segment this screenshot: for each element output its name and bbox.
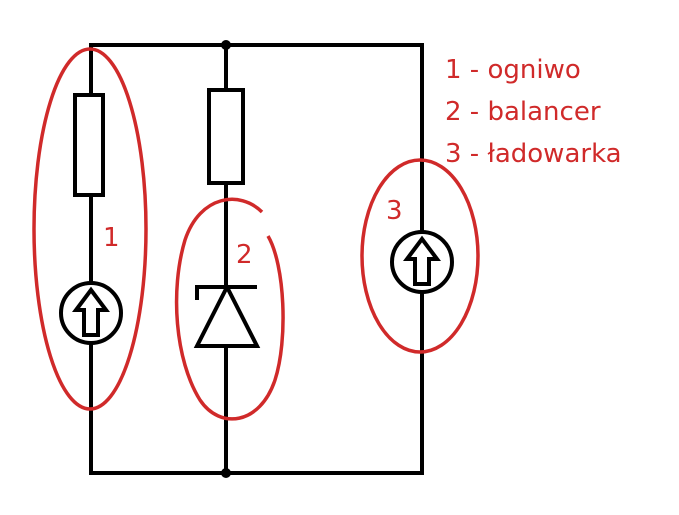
legend-item-3: 3 - ładowarka (445, 139, 622, 169)
branch1-resistor (73, 93, 105, 197)
branch2-diode-icon (193, 282, 261, 348)
junction-top (221, 40, 231, 50)
branch1-source-arrow (72, 286, 110, 337)
branch2-highlight (174, 197, 285, 421)
branch2-resistor (207, 88, 245, 185)
branch3-highlight (360, 158, 480, 354)
branch1-label: 1 (103, 223, 120, 253)
branch2-label: 2 (236, 240, 253, 270)
branch3-source-arrow (403, 235, 441, 286)
branch1-highlight (32, 47, 148, 411)
legend-item-2: 2 - balancer (445, 97, 601, 127)
legend-item-1: 1 - ogniwo (445, 55, 581, 85)
junction-bottom (221, 468, 231, 478)
branch3-label: 3 (386, 196, 403, 226)
